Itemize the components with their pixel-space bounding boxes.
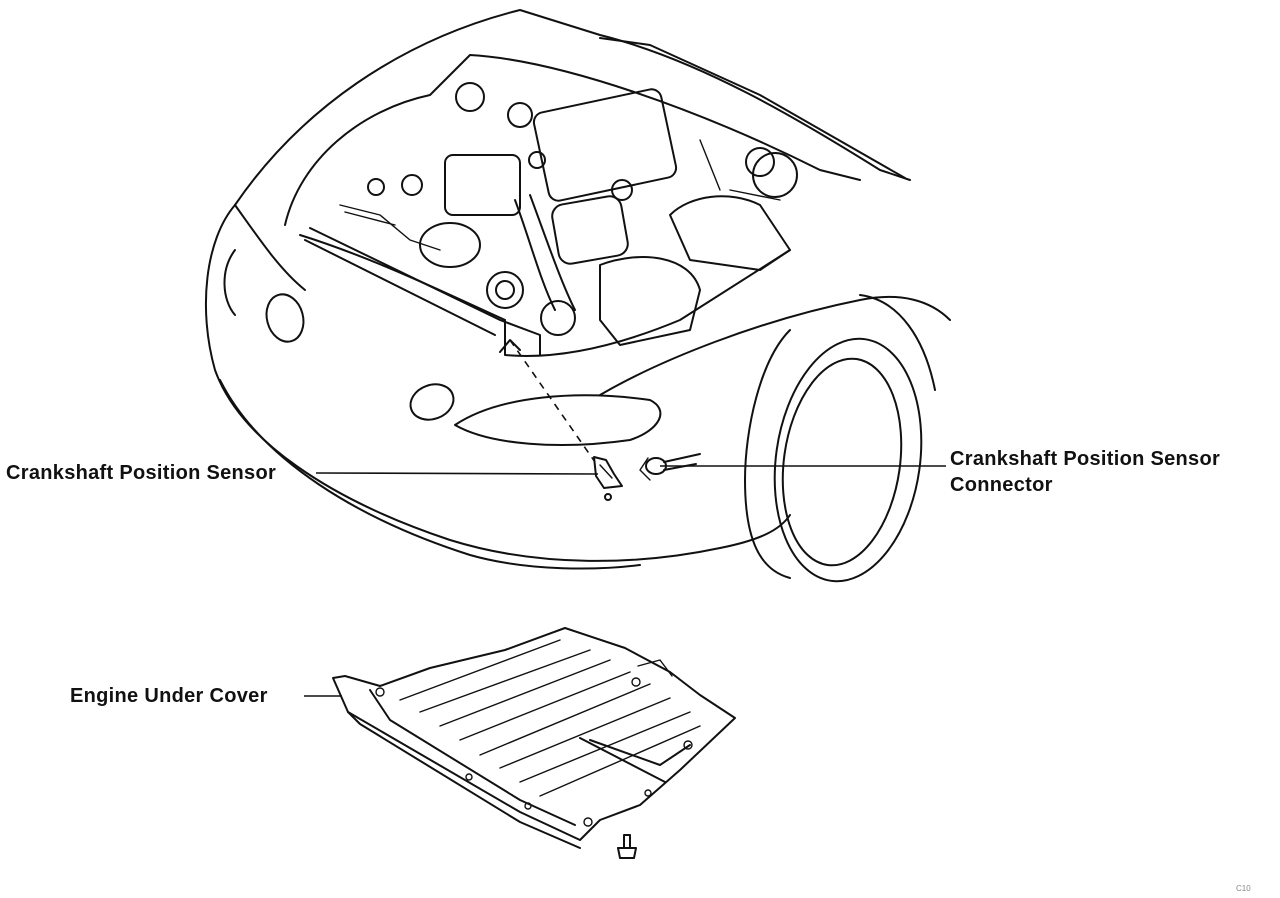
sensor-connector-label-line2: Connector [950, 474, 1053, 496]
leader-line-sensor [315, 472, 599, 475]
lamps [223, 249, 662, 446]
sensor-connector-part [639, 453, 701, 481]
cover-bolt-icon [617, 834, 637, 859]
sensor-connector-label-line1: Crankshaft Position Sensor [950, 448, 1221, 470]
location-dashed-line [509, 339, 596, 463]
arrow-head-icon [499, 339, 521, 353]
front-wheel [744, 294, 936, 583]
crankshaft-position-sensor-label: Crankshaft Position Sensor [6, 462, 277, 484]
sensor-connector-label: Crankshaft Position Sensor Connector [950, 446, 1220, 498]
engine-under-cover-part [332, 627, 736, 859]
figure-code: C10 [1236, 884, 1251, 893]
car-front-outline [204, 9, 951, 570]
engine-under-cover-label: Engine Under Cover [70, 685, 268, 707]
crankshaft-sensor-part [593, 456, 623, 501]
engine-components [339, 82, 798, 346]
